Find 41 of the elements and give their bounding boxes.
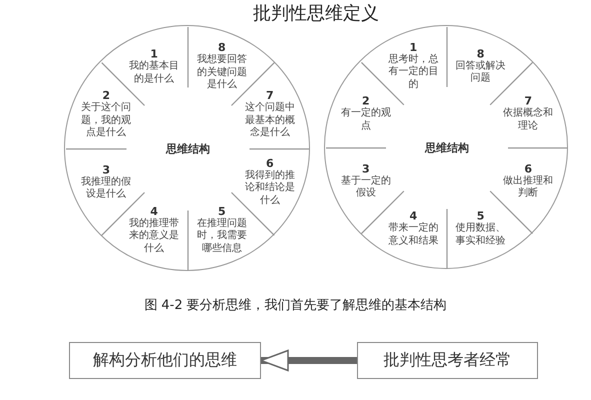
center-label: 思维结构	[166, 142, 210, 156]
sector-text: 我的基本目的是什么	[128, 60, 180, 86]
sector-text: 依据概念和理论	[502, 108, 554, 133]
sector-number: 6	[524, 163, 532, 176]
sector-text: 思考时，总有一定的目的	[387, 54, 440, 92]
sector-number: 8	[218, 42, 226, 54]
sector-number: 1	[410, 42, 418, 54]
sector-text: 我推理的假设是什么	[80, 176, 132, 202]
sector-text: 在推理问题时，我需要哪些信息	[196, 218, 248, 256]
sector-text: 使用数据、事实和经验	[454, 222, 507, 248]
circle-diagram	[324, 25, 568, 269]
sector-text: 回答或解决问题	[454, 60, 507, 86]
arrow	[260, 350, 357, 372]
sector-text: 有一定的观点	[340, 108, 392, 133]
figure-caption: 图 4-2 要分析思维，我们首先要了解思维的基本结构	[143, 297, 448, 314]
sector-number: 2	[102, 90, 110, 102]
sector-text: 我想要回答的关键问题是什么	[196, 54, 248, 92]
sector-number: 4	[410, 210, 418, 223]
title: 批判性思维定义	[253, 2, 379, 25]
sector-number: 2	[362, 96, 370, 108]
sector-text: 这个问题中最基本的概念是什么	[244, 102, 296, 140]
sector-number: 8	[476, 48, 484, 60]
sector-number: 1	[150, 48, 158, 61]
circle-diagram	[64, 25, 310, 271]
sector-number: 3	[102, 164, 110, 176]
text-box: 批判性思考者经常	[357, 342, 538, 379]
sector-number: 7	[524, 96, 532, 108]
sector-number: 7	[266, 90, 274, 102]
sector-number: 5	[218, 206, 226, 218]
sector-number: 4	[150, 206, 158, 218]
sector-text: 关于这个问题，我的观点是什么	[80, 102, 132, 140]
sector-text: 带来一定的意义和结果	[387, 222, 440, 248]
sector-text: 做出推理和判断	[502, 175, 554, 200]
center-label: 思维结构	[425, 140, 469, 156]
sector-number: 3	[362, 163, 370, 176]
sector-text: 我得到的推论和结论是什么	[244, 170, 296, 208]
sector-number: 5	[476, 210, 484, 223]
sector-text: 我的推理带来的意义是什么	[128, 218, 180, 256]
text-box: 解构分析他们的思维	[69, 342, 261, 379]
sector-number: 6	[266, 158, 274, 170]
sector-text: 基于一定的假设	[340, 175, 392, 200]
